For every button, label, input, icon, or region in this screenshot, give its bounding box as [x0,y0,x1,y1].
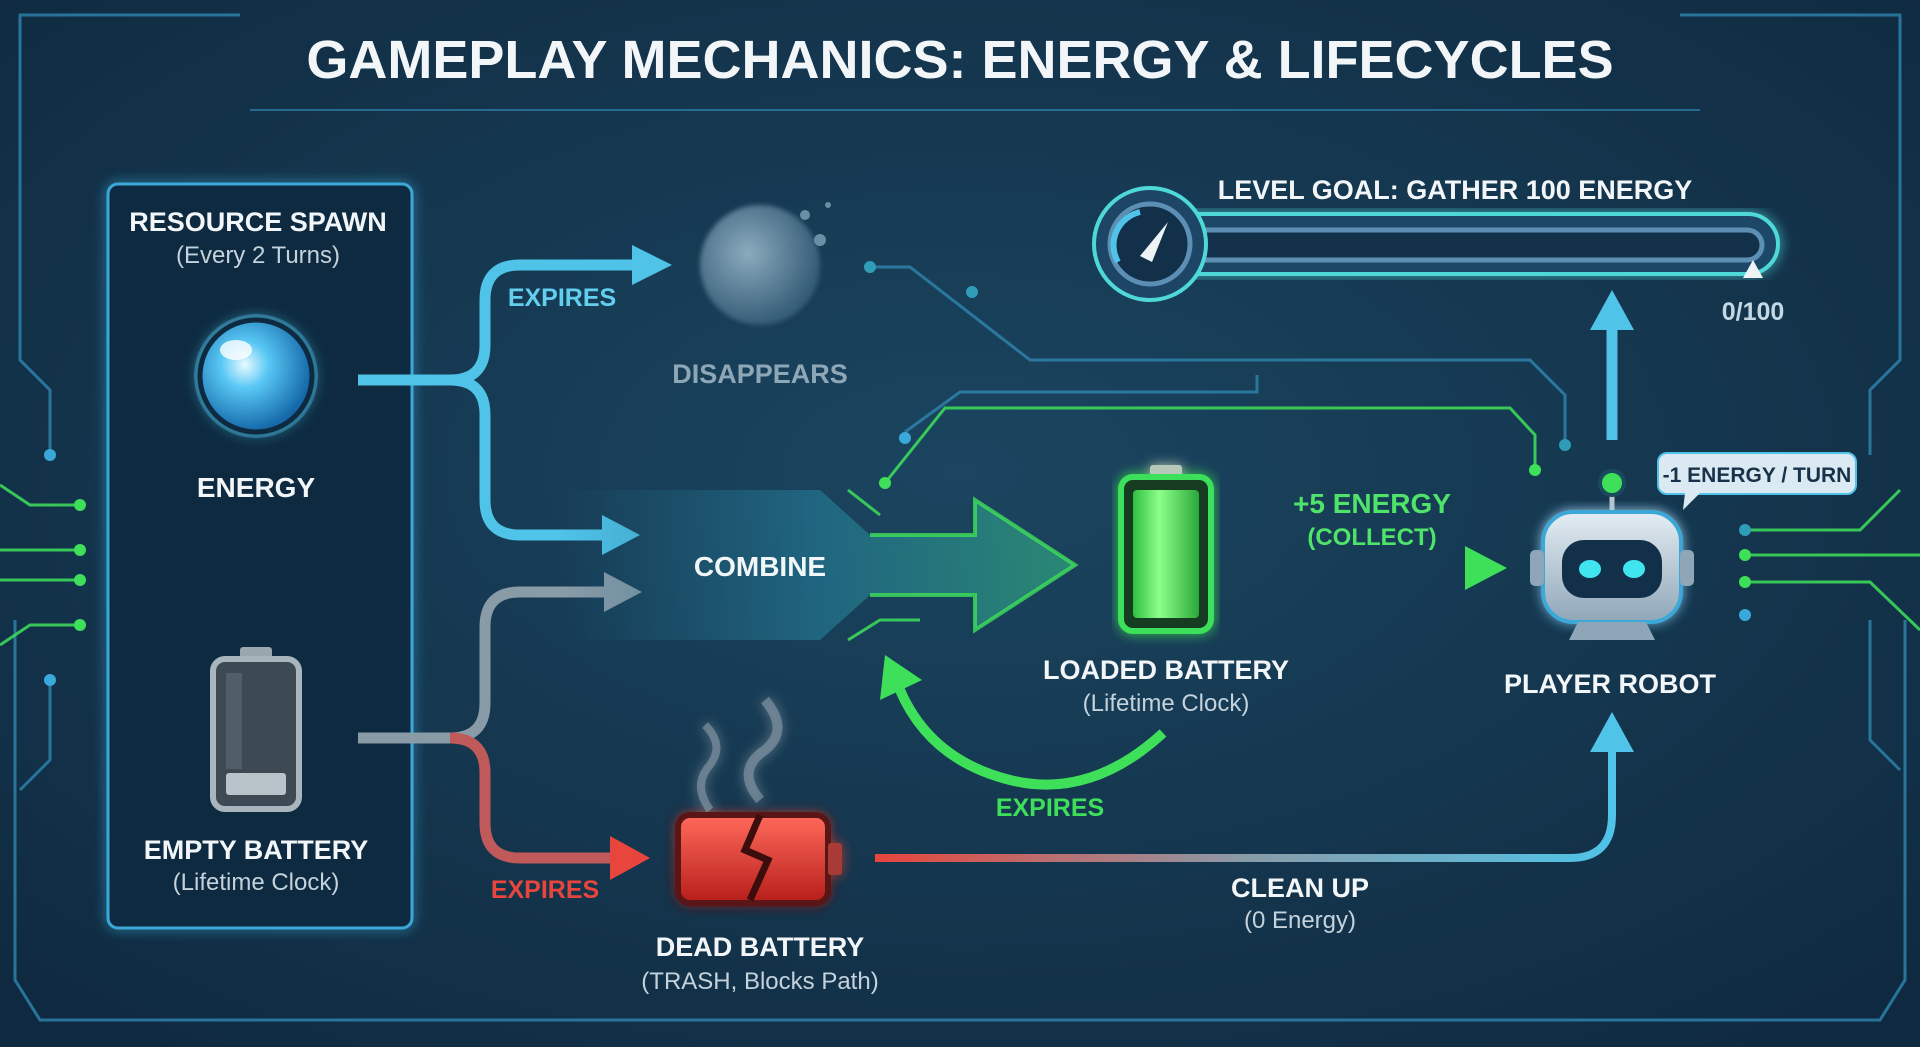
resource-spawn-panel: RESOURCE SPAWN (Every 2 Turns) ENERGY EM… [106,182,414,930]
clean-up-arrow [875,745,1616,862]
goal-arrowhead [1590,290,1634,330]
panel-heading: RESOURCE SPAWN [129,207,387,237]
empty-battery-label: EMPTY BATTERY [144,835,369,865]
page-title: GAMEPLAY MECHANICS: ENERGY & LIFECYCLES [306,30,1613,90]
player-robot-icon [1530,469,1694,640]
collect-value: +5 ENERGY [1293,488,1451,519]
clean-up-sublabel: (0 Energy) [1244,907,1356,934]
energy-cost-text: -1 ENERGY / TURN [1663,464,1852,487]
panel-subheading: (Every 2 Turns) [176,242,340,269]
loaded-battery-icon [1118,465,1214,634]
loaded-battery-label: LOADED BATTERY [1043,655,1289,685]
empty-battery-sublabel: (Lifetime Clock) [173,869,340,896]
empty-expires-label: EXPIRES [491,876,599,904]
dead-battery-label: DEAD BATTERY [656,932,865,962]
goal-marker-icon [1743,260,1763,278]
disappears-label: DISAPPEARS [672,359,848,389]
arrow-to-dead-battery [610,836,650,880]
collect-arrowhead [1465,546,1507,590]
empty-battery-icon [210,647,302,812]
energy-expires-label: EXPIRES [508,284,616,312]
energy-cost-bubble: -1 ENERGY / TURN [1657,452,1857,510]
circuit-decoration [13,13,1907,1022]
player-robot-label: PLAYER ROBOT [1504,669,1717,699]
circuit-green-decoration [0,406,1920,647]
loaded-expires-label: EXPIRES [996,794,1104,822]
loaded-expires-arrowhead [880,655,922,700]
loaded-expires-arrow [895,688,1167,790]
loaded-battery-sublabel: (Lifetime Clock) [1083,690,1250,717]
level-goal-progress [1092,186,1780,302]
clean-up-arrowhead [1590,712,1634,752]
combine-arrow [560,490,1075,640]
clean-up-label: CLEAN UP [1231,873,1369,903]
energy-orb-icon [194,314,318,438]
goal-label: LEVEL GOAL: GATHER 100 ENERGY [1218,175,1693,205]
dead-battery-icon [675,696,842,906]
collect-sublabel: (COLLECT) [1307,524,1436,551]
fading-orb-icon [700,202,831,325]
goal-progress-text: 0/100 [1722,298,1785,326]
battery-branch-arrows [358,586,615,864]
circuit-nodes [44,261,1751,686]
energy-branch-arrows [358,259,640,541]
arrow-to-disappears [632,245,672,285]
goal-progress-track [1187,227,1765,263]
dead-battery-sublabel: (TRASH, Blocks Path) [641,968,878,995]
energy-label: ENERGY [197,472,316,503]
combine-label: COMBINE [694,551,826,582]
